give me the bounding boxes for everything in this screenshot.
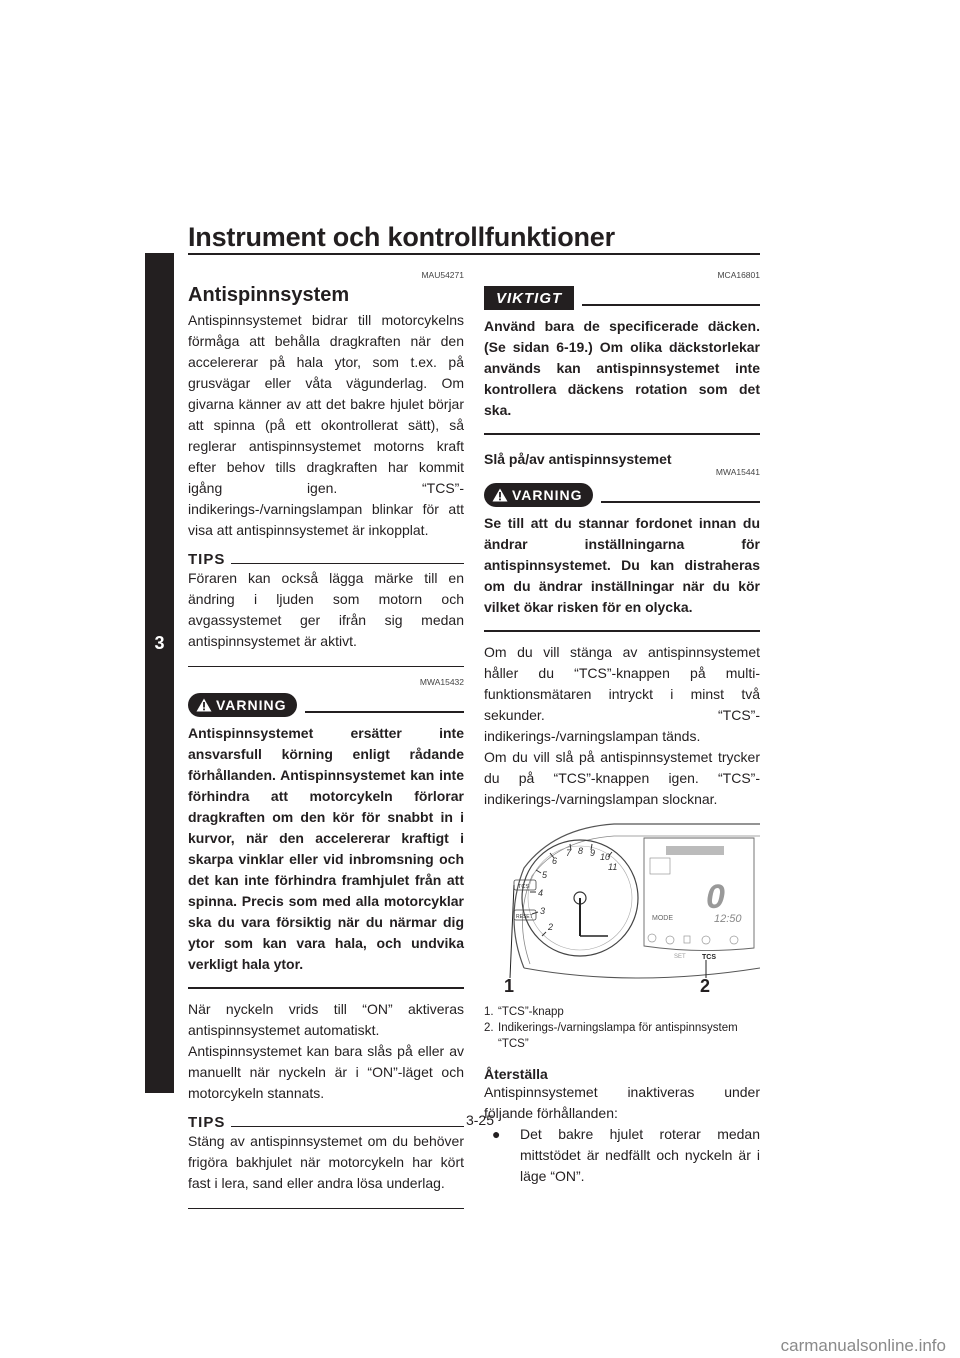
warning-end-rule bbox=[484, 630, 760, 632]
page-title: Instrument och kontrollfunktioner bbox=[188, 222, 615, 252]
paragraph: Om du vill stänga av antispinnsystemet h… bbox=[484, 644, 760, 744]
warning-text: Se till att du stannar fordonet innan du… bbox=[484, 515, 760, 615]
notice-end-rule bbox=[484, 433, 760, 435]
svg-text:6: 6 bbox=[552, 856, 557, 866]
tips-header: TIPS bbox=[188, 1114, 464, 1131]
subheading: Återställa bbox=[484, 1066, 548, 1082]
reset-button-label: RESET bbox=[516, 914, 533, 920]
tips-end-rule bbox=[188, 1208, 464, 1209]
tcs-button-label: TCS bbox=[518, 884, 529, 890]
ref-code: MCA16801 bbox=[717, 270, 760, 280]
warning-end-rule bbox=[188, 987, 464, 989]
paragraph: Om du vill slå på antispinnsystemet tryc… bbox=[484, 749, 760, 807]
warning-badge: VARNING bbox=[188, 693, 297, 717]
warning-rule bbox=[600, 501, 760, 503]
legend-item: 1. “TCS”-knapp bbox=[484, 1006, 564, 1018]
warning-label: VARNING bbox=[512, 487, 583, 503]
svg-text:4: 4 bbox=[538, 888, 543, 898]
clock-readout: 12:50 bbox=[714, 913, 742, 925]
title-rule bbox=[188, 253, 760, 255]
svg-text:11: 11 bbox=[608, 862, 617, 872]
notice-badge: VIKTIGT bbox=[484, 286, 575, 310]
callout-1: 1 bbox=[504, 976, 515, 996]
section-heading: Antispinnsystem bbox=[188, 284, 350, 306]
tips-header: TIPS bbox=[188, 551, 464, 568]
right-column: MCA16801 VIKTIGT Använd bara de specific… bbox=[484, 270, 761, 1187]
page-number: 3-25 bbox=[465, 1112, 495, 1128]
tips-end-rule bbox=[188, 666, 464, 667]
tips-text: Föraren kan också lägga märke till en än… bbox=[188, 570, 464, 649]
chapter-tab: 3 bbox=[145, 253, 174, 1093]
watermark: carmanualsonline.info bbox=[780, 1336, 946, 1355]
mode-label: MODE bbox=[652, 915, 673, 922]
ref-code: MWA15441 bbox=[715, 467, 760, 477]
paragraph: När nyckeln vrids till “ON” aktiveras an… bbox=[188, 1001, 464, 1038]
svg-text:7: 7 bbox=[566, 848, 572, 858]
notice-rule bbox=[582, 304, 760, 306]
warning-header: VARNING bbox=[188, 693, 464, 717]
set-label: SET bbox=[674, 954, 686, 960]
warning-label: VARNING bbox=[216, 697, 287, 713]
svg-text:8: 8 bbox=[578, 846, 583, 856]
chapter-number: 3 bbox=[154, 633, 165, 653]
bullet-icon: ● bbox=[492, 1126, 501, 1142]
left-column: MAU54271 Antispinnsystem Antispinnsystem… bbox=[188, 270, 464, 1219]
svg-text:3: 3 bbox=[540, 906, 545, 916]
tcs-lamp-label: TCS bbox=[702, 954, 716, 961]
notice-text: Använd bara de specificerade däcken. (Se… bbox=[484, 318, 760, 418]
warning-badge: VARNING bbox=[484, 483, 593, 507]
tips-label: TIPS bbox=[188, 1114, 226, 1131]
tips-rule bbox=[231, 563, 464, 564]
svg-text:5: 5 bbox=[542, 870, 548, 880]
svg-text:0: 0 bbox=[706, 878, 725, 916]
svg-text:10: 10 bbox=[600, 852, 610, 862]
callout-2: 2 bbox=[700, 976, 711, 996]
warning-triangle-icon bbox=[492, 488, 508, 502]
intro-paragraph: Antispinnsystemet bidrar till motorcykel… bbox=[188, 312, 464, 538]
tips-rule bbox=[231, 1126, 464, 1127]
tips-label: TIPS bbox=[188, 551, 226, 568]
figure-legend: 1. “TCS”-knapp 2. Indikerings-/varningsl… bbox=[484, 1004, 760, 1052]
ref-code: MAU54271 bbox=[421, 270, 464, 280]
paragraph: Antispinnsystemet kan bara slås på eller… bbox=[188, 1043, 464, 1101]
paragraph: Antispinnsystemet inaktiveras under följ… bbox=[484, 1084, 760, 1121]
bullet-item: ● Det bakre hjulet roterar medan mittstö… bbox=[492, 1124, 760, 1187]
svg-text:9: 9 bbox=[590, 848, 595, 858]
notice-header: VIKTIGT bbox=[484, 286, 760, 310]
warning-text: Antispinnsystemet ersätter inte ansvarsf… bbox=[188, 725, 464, 972]
svg-text:2: 2 bbox=[547, 922, 553, 932]
warning-header: VARNING bbox=[484, 483, 760, 507]
tips-text: Stäng av antispinnsystemet om du behöver… bbox=[188, 1133, 464, 1191]
legend-item: 2. Indikerings-/varningslampa för antisp… bbox=[484, 1022, 738, 1050]
ref-code: MWA15432 bbox=[419, 677, 464, 687]
subheading: Slå på/av antispinnsystemet bbox=[484, 451, 672, 467]
warning-triangle-icon bbox=[196, 698, 212, 712]
warning-rule bbox=[304, 711, 464, 713]
